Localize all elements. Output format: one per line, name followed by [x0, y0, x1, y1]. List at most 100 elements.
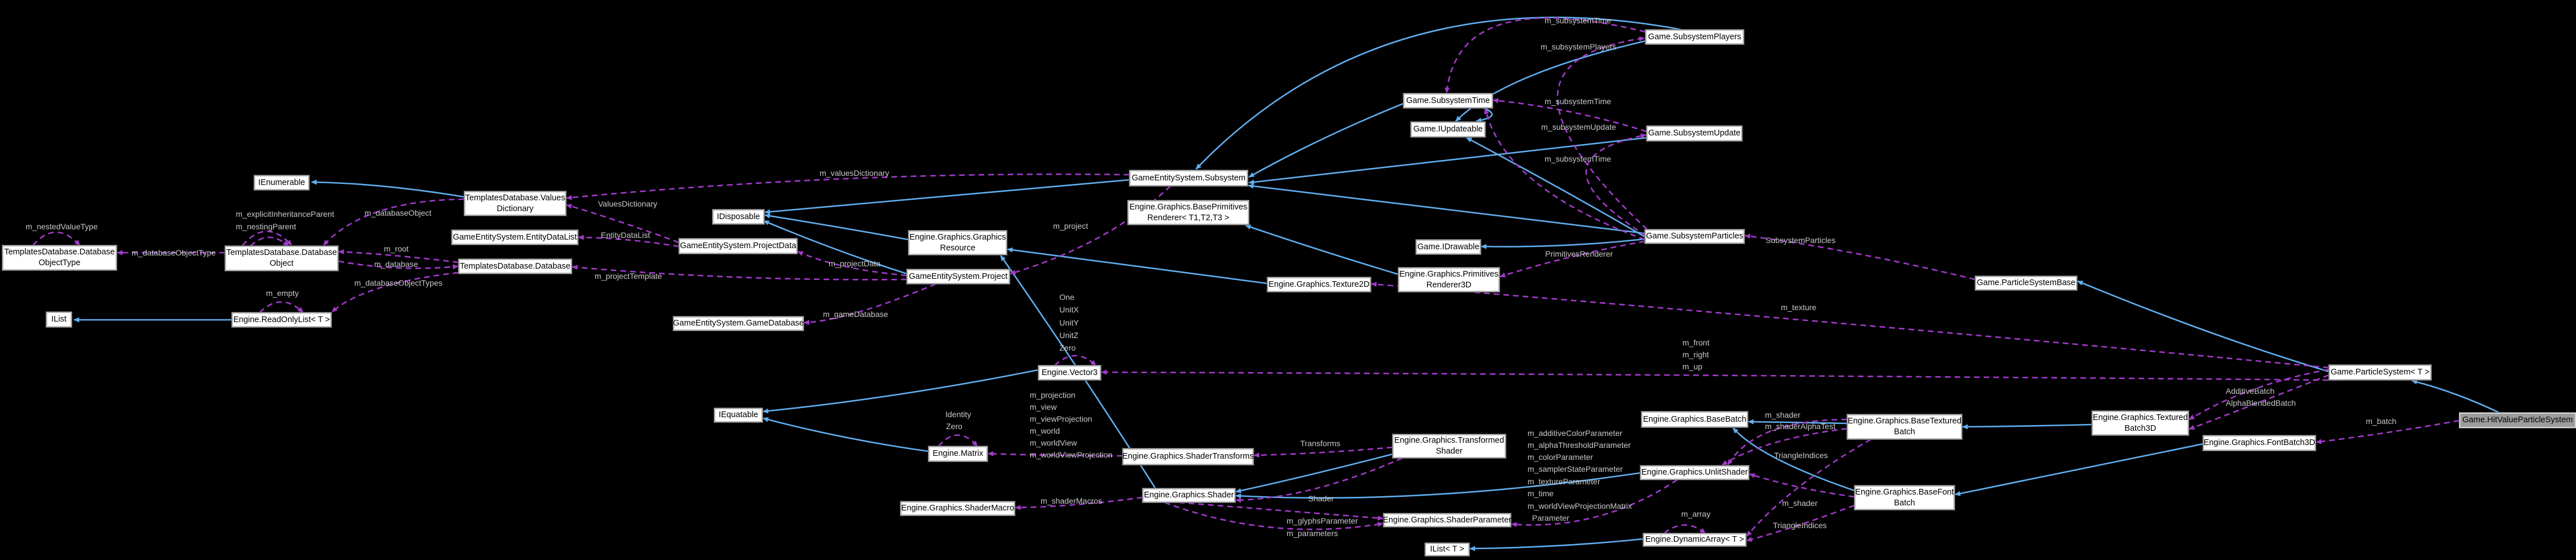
inherit-edge-base-font-batch--base-batch — [1733, 427, 1855, 492]
node-particle-system-base[interactable]: Game.ParticleSystemBase — [1975, 276, 2077, 290]
usage-edge-vector3--vector3 — [1054, 355, 1096, 366]
node-idrawable[interactable]: Game.IDrawable — [1416, 240, 1481, 254]
node-font-batch3d[interactable]: Engine.Graphics.FontBatch3D — [2203, 435, 2316, 451]
usage-edge-values-dictionary--db-object — [323, 198, 465, 246]
usage-edge-project--td-database — [572, 265, 907, 281]
usage-edge-td-database--db-object — [338, 249, 459, 263]
edge-label: Zero — [946, 422, 963, 431]
node-iupdateable[interactable]: Game.IUpdateable — [1411, 122, 1485, 137]
node-shader-transforms[interactable]: Engine.Graphics.ShaderTransforms — [1123, 448, 1254, 465]
node-label: Object — [269, 259, 294, 268]
node-shader-parameter[interactable]: Engine.Graphics.ShaderParameter — [1383, 513, 1512, 527]
node-ienumerable[interactable]: IEnumerable — [254, 175, 309, 190]
node-particle-system-t[interactable]: Game.ParticleSystem< T > — [2329, 365, 2431, 380]
edge-label: m_subsystemTime — [1545, 97, 1611, 106]
node-subsystem-update[interactable]: Game.SubsystemUpdate — [1647, 126, 1742, 141]
node-subsystem-particles[interactable]: Game.SubsystemParticles — [1645, 229, 1744, 244]
edge-label: SubsystemParticles — [1766, 236, 1836, 245]
edge-label: m_subsystemTime — [1545, 16, 1611, 25]
usage-edge-hit-value-particle-system--font-batch3d — [2316, 419, 2460, 444]
node-project-data[interactable]: GameEntitySystem.ProjectData — [679, 238, 797, 254]
edge-label: m_shaderAlphaTest — [1765, 422, 1836, 431]
node-project[interactable]: GameEntitySystem.Project — [907, 269, 1010, 284]
usage-edge-td-database--readonly-list — [331, 271, 459, 312]
edge-label: AdditiveBatch — [2226, 386, 2275, 396]
node-label: Engine.Graphics.Graphics — [909, 232, 1006, 242]
node-label: Engine.Graphics.Textured — [2092, 413, 2188, 422]
node-vector3[interactable]: Engine.Vector3 — [1038, 365, 1101, 380]
inherit-edge-values-dictionary--ienumerable — [311, 179, 465, 198]
edge-label: UnitZ — [1059, 331, 1079, 340]
inherit-edge-matrix--iequatable — [763, 417, 929, 452]
node-dynamic-array[interactable]: Engine.DynamicArray< T > — [1643, 533, 1746, 546]
node-texture2d[interactable]: Engine.Graphics.Texture2D — [1267, 277, 1371, 292]
node-label: GameEntitySystem.Subsystem — [1132, 173, 1246, 183]
usage-edge-subsystem-particles--primitives-renderer3d — [1500, 240, 1645, 278]
node-game-database[interactable]: GameEntitySystem.GameDatabase — [673, 316, 804, 331]
node-iequatable[interactable]: IEquatable — [714, 408, 763, 422]
node-unlit-shader[interactable]: Engine.Graphics.UnlitShader — [1640, 466, 1749, 480]
node-label: Engine.Graphics.BaseFont — [1855, 487, 1954, 497]
usage-edge-shader--shader-parameter — [1178, 501, 1383, 521]
node-subsystem-time[interactable]: Game.SubsystemTime — [1403, 93, 1493, 108]
node-matrix[interactable]: Engine.Matrix — [928, 446, 988, 462]
edge-label: m_shaderMacros — [1041, 496, 1103, 505]
inherit-edge-vector3--iequatable — [763, 369, 1039, 414]
edge-label: m_right — [1682, 350, 1709, 359]
node-label: IEquatable — [718, 410, 759, 419]
node-readonly-list[interactable]: Engine.ReadOnlyList< T > — [232, 312, 331, 327]
edge-label: m_subsystemUpdate — [1541, 122, 1616, 131]
inherit-edge-transformed-shader--shader — [1235, 453, 1393, 493]
node-subsystem-players[interactable]: Game.SubsystemPlayers — [1645, 30, 1744, 44]
node-entity-data-list[interactable]: GameEntitySystem.EntityDataList — [452, 230, 578, 245]
node-hit-value-particle-system: Game.HitValueParticleSystem — [2459, 413, 2576, 428]
node-label: Game.SubsystemParticles — [1646, 232, 1743, 241]
inherit-edge-font-batch3d--base-font-batch — [1955, 443, 2204, 496]
node-label: Shader — [1436, 447, 1463, 456]
node-label: Engine.Matrix — [932, 449, 984, 458]
edge-label: m_valuesDictionary — [820, 168, 890, 178]
inherit-edge-subsystem-particles--subsystem — [1248, 183, 1645, 234]
node-label: Engine.Graphics.BaseTextured — [1848, 417, 1961, 426]
edge-label: m_subsystemTime — [1545, 154, 1611, 163]
node-label: Game.IDrawable — [1417, 242, 1480, 252]
node-subsystem[interactable]: GameEntitySystem.Subsystem — [1129, 170, 1248, 186]
node-ilist-t[interactable]: IList< T > — [1425, 543, 1469, 556]
edge-label: m_explicitInheritanceParent — [236, 209, 334, 219]
inherit-edge-hit-value-particle-system--particle-system-t — [2411, 379, 2500, 414]
node-label: Batch3D — [2124, 423, 2156, 433]
inherit-edge-base-textured-batch--base-batch — [1748, 419, 1848, 425]
node-base-batch[interactable]: Engine.Graphics.BaseBatch — [1641, 411, 1748, 427]
inherit-edge-project--idisposable — [763, 220, 907, 275]
node-shader-macro[interactable]: Engine.Graphics.ShaderMacro — [900, 501, 1015, 516]
node-label: Engine.Vector3 — [1041, 368, 1098, 377]
node-label: Game.IUpdateable — [1413, 125, 1483, 134]
usage-edge-readonly-list--readonly-list — [259, 301, 304, 313]
inherit-edge-subsystem--idisposable — [764, 179, 1130, 215]
usage-edge-base-textured-batch--dynamic-array — [1746, 438, 1871, 537]
usage-edge-db-object--td-database — [338, 260, 458, 270]
node-td-database[interactable]: TemplatesDatabase.Database — [458, 259, 572, 274]
usage-edge-transformed-shader--shader-transforms — [1254, 446, 1393, 458]
node-label: Renderer3D — [1426, 280, 1472, 290]
node-label: Engine.Graphics.FontBatch3D — [2204, 438, 2315, 447]
node-idisposable[interactable]: IDisposable — [712, 209, 764, 224]
edge-label: PrimitivesRenderer — [1545, 249, 1613, 258]
node-ilist[interactable]: IList — [46, 312, 72, 327]
usage-edge-particle-system-t--vector3 — [1101, 369, 2339, 381]
edge-label: Shader — [1308, 494, 1334, 503]
usage-edge-db-object--db-object — [250, 236, 289, 246]
inherit-edge-graphics-resource--idisposable — [764, 213, 909, 241]
node-shader[interactable]: Engine.Graphics.Shader — [1142, 488, 1235, 503]
